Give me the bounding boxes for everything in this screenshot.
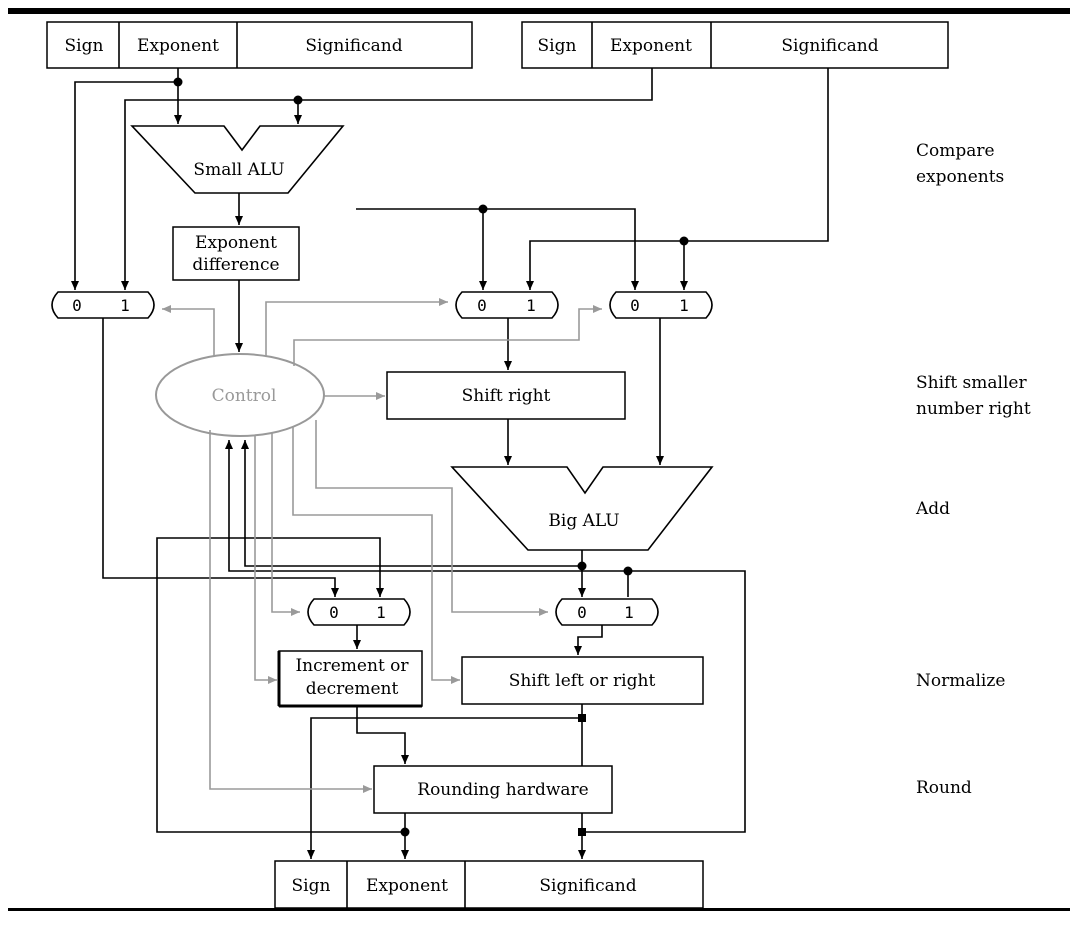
mux-exponent-normalize: 0 1: [307, 598, 411, 626]
mux-significand-normalize: 0 1: [555, 598, 659, 626]
shift-right-label: Shift right: [462, 386, 551, 406]
stage-add: Add: [915, 499, 950, 519]
svg-text:1: 1: [624, 603, 634, 622]
register-a-sign: Sign: [65, 36, 104, 56]
svg-text:0: 0: [72, 296, 82, 315]
svg-text:1: 1: [376, 603, 386, 622]
stage-labels: Compare exponents Shift smaller number r…: [915, 141, 1031, 798]
shift-left-right-box: Shift left or right: [461, 656, 704, 705]
svg-text:0: 0: [477, 296, 487, 315]
register-b-sign: Sign: [538, 36, 577, 56]
top-rule: [8, 8, 1070, 14]
register-a-exponent: Exponent: [137, 36, 219, 56]
increment-decrement-line1: Increment or: [295, 656, 409, 676]
register-b: Sign Exponent Significand: [521, 21, 949, 69]
increment-decrement-box: Increment or decrement: [277, 650, 423, 708]
mux-shift-select: 0 1: [455, 291, 559, 319]
register-b-significand: Significand: [781, 36, 878, 56]
svg-text:1: 1: [120, 296, 130, 315]
stage-compare-line1: Compare: [916, 141, 995, 161]
small-alu: Small ALU: [130, 125, 345, 194]
wire-junctions: [173, 77, 689, 837]
register-out-significand: Significand: [539, 876, 636, 896]
svg-text:1: 1: [679, 296, 689, 315]
control-wires: [162, 298, 602, 793]
register-output: Sign Exponent Significand: [274, 860, 704, 909]
small-alu-label: Small ALU: [193, 160, 284, 180]
exponent-difference-line1: Exponent: [195, 233, 277, 253]
register-a-significand: Significand: [305, 36, 402, 56]
shift-left-right-label: Shift left or right: [509, 671, 656, 691]
stage-shift-line2: number right: [916, 399, 1031, 419]
shift-right-box: Shift right: [386, 371, 626, 420]
control-label: Control: [212, 386, 277, 406]
bottom-rule: [8, 908, 1070, 911]
stage-round: Round: [916, 778, 972, 798]
svg-text:0: 0: [630, 296, 640, 315]
big-alu-label: Big ALU: [548, 511, 619, 531]
rounding-hardware-label: Rounding hardware: [417, 780, 588, 800]
svg-text:1: 1: [526, 296, 536, 315]
rounding-hardware-box: Rounding hardware: [373, 765, 613, 814]
big-alu: Big ALU: [450, 466, 714, 551]
register-out-sign: Sign: [292, 876, 331, 896]
register-out-exponent: Exponent: [366, 876, 448, 896]
stage-shift-line1: Shift smaller: [916, 373, 1027, 393]
control-unit: Control: [155, 353, 325, 437]
mux-add-select: 0 1: [609, 291, 713, 319]
datapath-wires: [71, 68, 829, 859]
svg-text:0: 0: [329, 603, 339, 622]
mux-exponent-select: 0 1: [51, 291, 155, 319]
svg-text:0: 0: [577, 603, 587, 622]
increment-decrement-line2: decrement: [306, 679, 399, 699]
register-a: Sign Exponent Significand: [46, 21, 473, 69]
stage-compare-line2: exponents: [916, 167, 1004, 187]
stage-normalize: Normalize: [916, 671, 1005, 691]
exponent-difference-line2: difference: [192, 255, 279, 275]
register-b-exponent: Exponent: [610, 36, 692, 56]
exponent-difference-box: Exponent difference: [172, 226, 300, 281]
